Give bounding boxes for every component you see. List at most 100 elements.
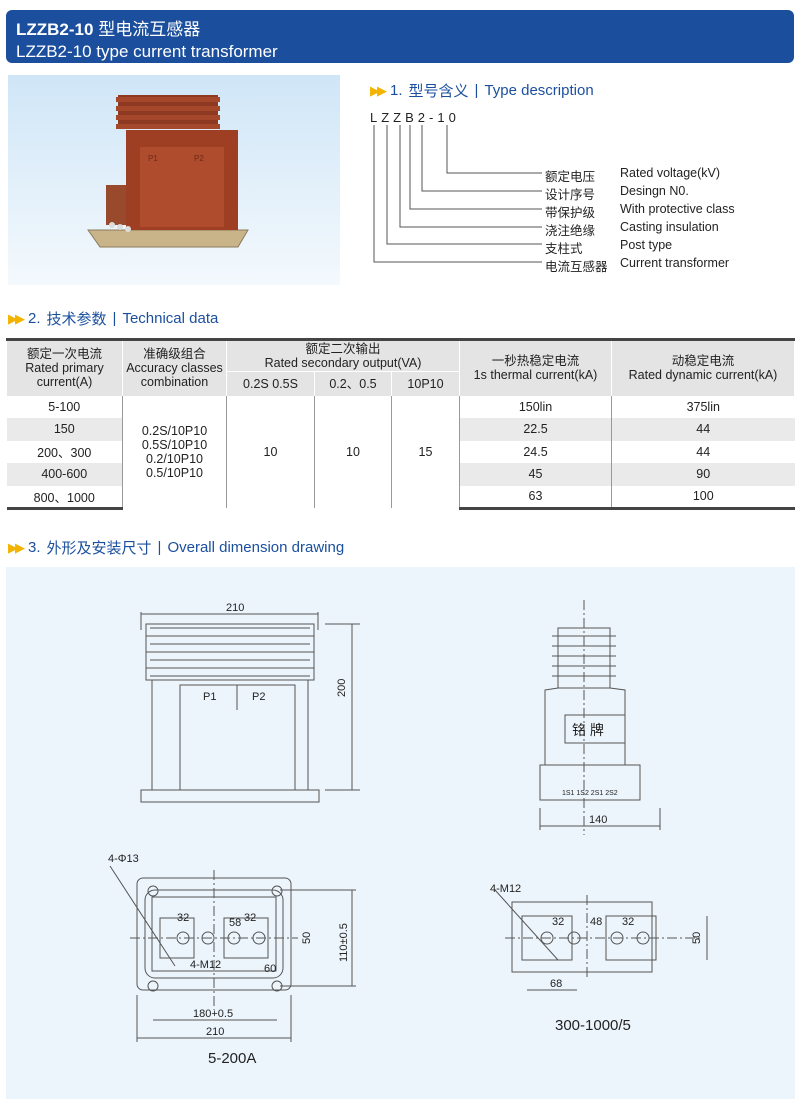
section-num: 1. (390, 82, 403, 99)
dimension-drawings: 210 200 P1 P2 铭 牌 1S1 1S2 2S1 2S2 140 4-… (108, 600, 708, 1067)
photo-p1: P1 (148, 154, 158, 163)
dim-110: 110±0.5 (338, 923, 350, 962)
cell-output: 15 (391, 395, 460, 508)
section-title-cn: 技术参数 (46, 311, 107, 328)
cell-primary: 5-100 (6, 395, 123, 418)
dim-140: 140 (589, 814, 607, 826)
double-arrow-icon: ▶▶ (8, 310, 25, 326)
cell-dynamic: 44 (611, 440, 795, 463)
transformer-image: P1 P2 (87, 95, 249, 248)
type-item-cn: 带保护级 (545, 206, 596, 220)
section-num: 2. (28, 310, 41, 327)
cell-dynamic: 375lin (611, 395, 795, 418)
bottom-view-a (109, 865, 356, 1042)
type-item-en: Rated voltage(kV) (620, 166, 721, 180)
double-arrow-icon: ▶▶ (370, 82, 387, 98)
dim-180: 180+0.5 (193, 1008, 233, 1020)
double-arrow-icon: ▶▶ (8, 539, 25, 555)
cell-primary: 150 (6, 418, 123, 441)
dim-4-phi13: 4-Φ13 (108, 853, 139, 865)
th-acc-cn: 准确级组合 (143, 347, 206, 362)
type-item-cn: 支柱式 (545, 242, 583, 256)
cell-thermal: 45 (459, 463, 612, 486)
dim-32: 32 (177, 912, 189, 924)
accuracy-item: 0.2S/10P10 (141, 423, 208, 438)
front-view (109, 600, 708, 1042)
cell-primary: 400-600 (6, 463, 123, 486)
label-p2: P2 (252, 691, 265, 703)
dim-4-m12: 4-M12 (190, 959, 221, 971)
th-sub: 0.2、0.5 (314, 371, 392, 396)
header-model: LZZB2-10 (16, 20, 94, 39)
type-item-cn: 额定电压 (545, 170, 596, 184)
dim-58: 58 (229, 917, 241, 929)
dim-32: 32 (622, 916, 634, 928)
type-code-leader-lines (373, 125, 542, 263)
th-dynamic-cn: 动稳定电流 (671, 354, 735, 369)
header-title-en: LZZB2-10 type current transformer (16, 42, 278, 61)
th-acc-en: Accuracy classes combination (126, 361, 223, 390)
header-title-cn: 型电流互感器 (98, 20, 201, 39)
type-item: 支柱式 Post type (545, 238, 672, 257)
cell-output: 10 (226, 395, 315, 508)
th-sub: 0.2S 0.5S (226, 371, 315, 396)
section-type-description: ▶▶ 1. 型号含义| Type description (370, 82, 594, 100)
type-item-cn: 设计序号 (545, 188, 596, 202)
bottom-view-b (494, 889, 708, 991)
cell-thermal: 22.5 (459, 418, 612, 441)
type-item: 设计序号 Desingn N0. (545, 184, 689, 203)
type-item-en: Post type (620, 238, 673, 252)
section-title-cn: 型号含义 (408, 83, 469, 100)
terminal-labels: 1S1 1S2 2S1 2S2 (562, 790, 618, 797)
dim-210: 210 (206, 1026, 224, 1038)
section-technical-data: ▶▶ 2. 技术参数| Technical data (8, 310, 219, 328)
dim-50: 50 (691, 932, 703, 944)
label-5-200a: 5-200A (208, 1050, 256, 1067)
type-item-en: Casting insulation (620, 220, 719, 234)
label-300-1000: 300-1000/5 (555, 1017, 631, 1034)
type-code: LZZB2-10 (370, 110, 460, 125)
th-sub: 10P10 (391, 371, 460, 396)
accuracy-item: 0.5S/10P10 (141, 437, 208, 452)
th-thermal-en: 1s thermal current(kA) (473, 368, 598, 383)
side-view (539, 600, 661, 835)
cell-output: 10 (314, 395, 392, 508)
nameplate-label: 铭 牌 (572, 722, 604, 738)
th-dynamic-en: Rated dynamic current(kA) (628, 368, 778, 383)
cell-primary: 200、300 (6, 440, 123, 463)
cell-dynamic: 44 (611, 418, 795, 441)
dim-32: 32 (552, 916, 564, 928)
dim-68: 68 (550, 978, 562, 990)
dim-48: 48 (590, 916, 602, 928)
th-sec-cn: 额定二次输出 (305, 342, 381, 356)
dim-32: 32 (244, 912, 256, 924)
type-item: 额定电压 Rated voltage(kV) (545, 166, 720, 185)
page-header: LZZB2-10 型电流互感器 LZZB2-10 type current tr… (6, 10, 794, 63)
dim-60: 60 (264, 963, 276, 975)
type-item-cn: 电流互感器 (545, 260, 608, 274)
accuracy-item: 0.5/10P10 (146, 465, 203, 480)
product-photo: P1 P2 (8, 75, 340, 285)
section-title-en: Type description (484, 82, 594, 99)
dim-4-m12: 4-M12 (490, 883, 521, 895)
section-num: 3. (28, 539, 41, 556)
type-item-en: With protective class (620, 202, 735, 216)
cell-dynamic: 100 (611, 485, 795, 510)
type-item-en: Desingn N0. (620, 184, 689, 198)
cell-thermal: 150lin (459, 395, 612, 418)
dim-200: 200 (336, 679, 348, 697)
th-primary-cn: 额定一次电流 (26, 347, 102, 362)
label-p1: P1 (203, 691, 216, 703)
cell-dynamic: 90 (611, 463, 795, 486)
photo-p2: P2 (194, 154, 204, 163)
dimension-drawing-panel: 210 200 P1 P2 铭 牌 1S1 1S2 2S1 2S2 140 4-… (6, 567, 795, 1099)
th-sec-en: Rated secondary output(VA) (264, 356, 422, 370)
